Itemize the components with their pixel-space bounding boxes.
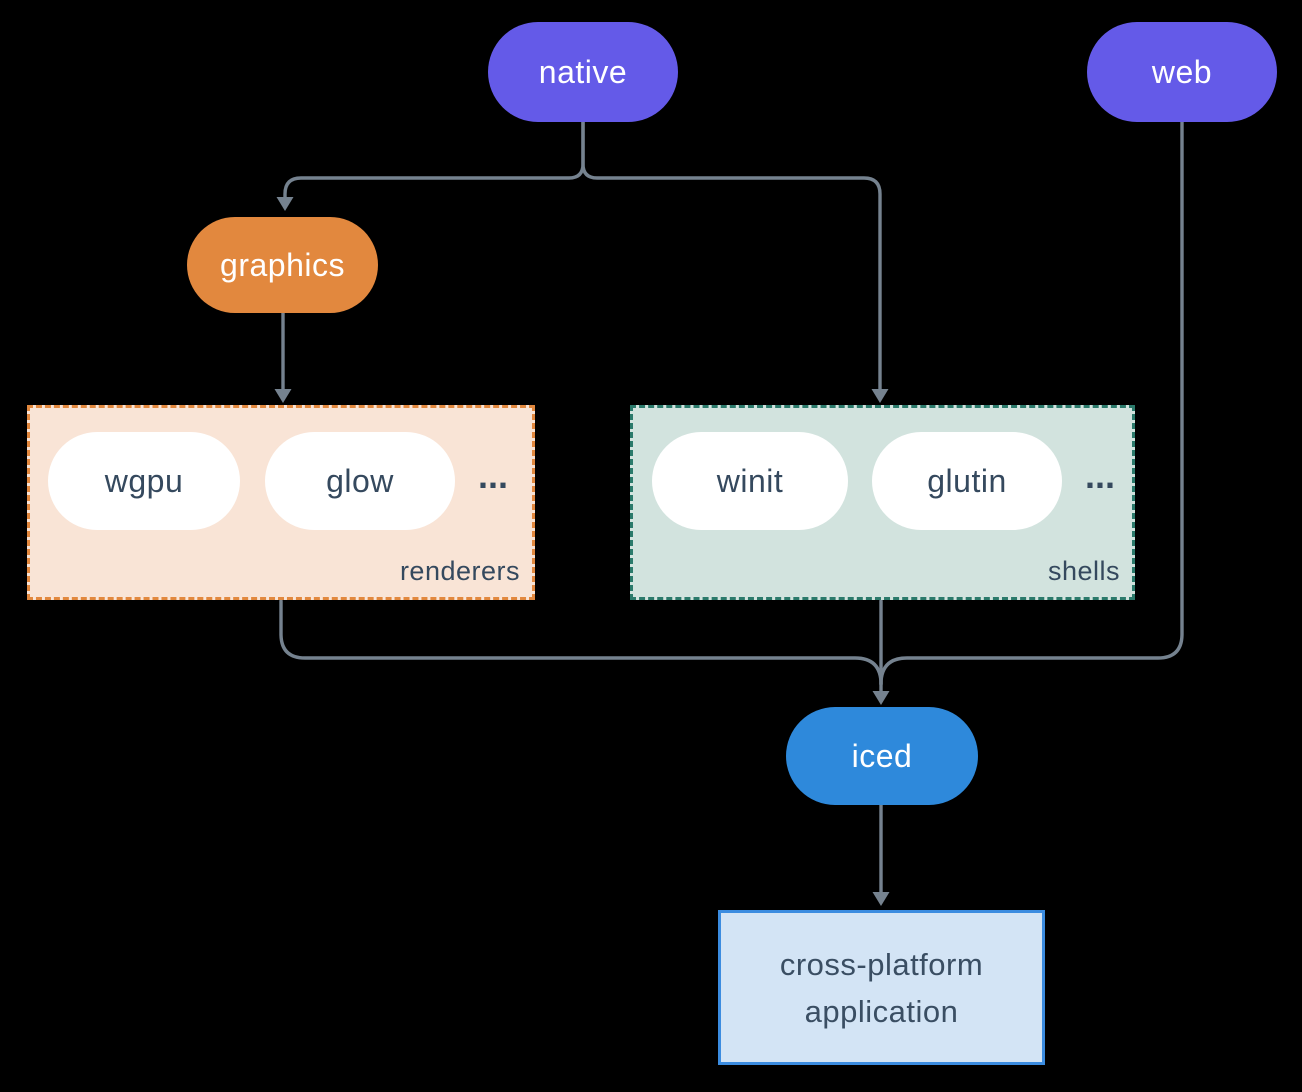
- node-web: web: [1087, 22, 1277, 122]
- renderers-ellipsis: ...: [478, 455, 509, 496]
- group-renderers-label: renderers: [399, 556, 520, 586]
- arrowhead-renderers: [274, 389, 292, 403]
- edge-native-to-graphics: [283, 120, 585, 199]
- node-winit-label: winit: [716, 462, 784, 499]
- node-glow: glow: [265, 432, 455, 530]
- node-glutin: glutin: [872, 432, 1062, 530]
- node-native: native: [488, 22, 678, 122]
- group-shells-label: shells: [1047, 556, 1120, 586]
- node-iced-label: iced: [851, 737, 913, 774]
- group-renderers: wgpu glow ... renderers: [27, 405, 535, 600]
- group-shells: winit glutin ... shells: [630, 405, 1135, 600]
- edge-web-to-iced: [879, 120, 1184, 686]
- arrowhead-iced: [872, 691, 890, 705]
- edge-native-to-shells: [581, 120, 882, 391]
- node-wgpu-label: wgpu: [104, 462, 184, 499]
- arrowhead-graphics: [276, 197, 294, 211]
- application-label-line2: application: [804, 993, 959, 1029]
- arrowhead-shells: [871, 389, 889, 403]
- node-glow-label: glow: [326, 462, 394, 499]
- shells-ellipsis: ...: [1085, 455, 1116, 496]
- node-glutin-label: glutin: [927, 462, 1007, 499]
- node-iced: iced: [786, 707, 978, 805]
- edge-renderers-to-iced: [279, 599, 883, 686]
- node-graphics: graphics: [187, 217, 378, 313]
- node-cross-platform-application: cross-platform application: [718, 910, 1045, 1065]
- arrowhead-application: [872, 892, 890, 906]
- node-web-label: web: [1151, 53, 1213, 90]
- node-graphics-label: graphics: [220, 246, 345, 283]
- application-label-line1: cross-platform: [779, 946, 984, 982]
- node-winit: winit: [652, 432, 848, 530]
- node-native-label: native: [538, 53, 628, 90]
- node-wgpu: wgpu: [48, 432, 240, 530]
